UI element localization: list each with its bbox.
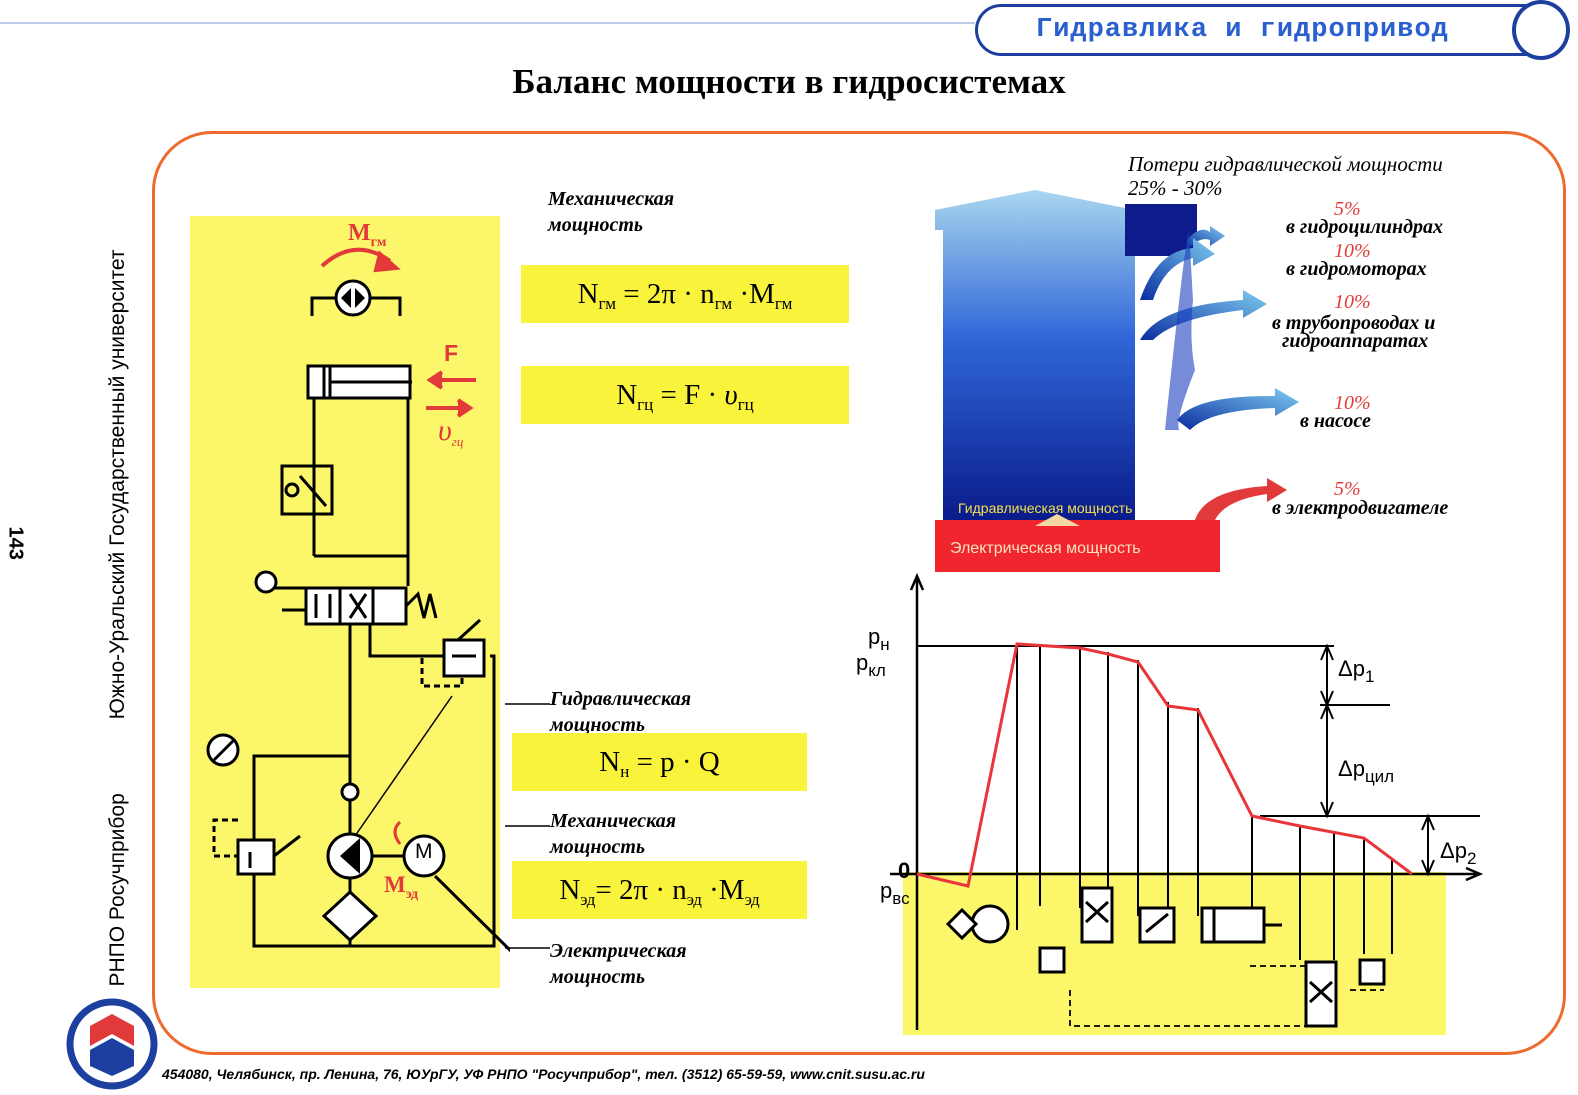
graph-dpcil-label: Δpцил: [1338, 756, 1395, 786]
loss-pct-3: 10%: [1334, 291, 1371, 313]
label-leader-lines: [505, 703, 550, 949]
footer-address: 454080, Челябинск, пр. Ленина, 76, ЮУрГУ…: [162, 1066, 925, 1082]
formula-n-ed: Nэд= 2π · nэд ·Mэд: [512, 861, 807, 919]
header-title: Гидравлика и гидропривод: [1036, 15, 1449, 45]
loss-pct-5: 5%: [1334, 478, 1361, 500]
hydraulic-schematic: [206, 247, 510, 953]
label-mech-power-top: Механическая мощность: [548, 188, 675, 236]
content-frame: [152, 131, 1566, 1055]
loss-label-3: в трубопроводах и: [1272, 312, 1436, 334]
formula-n-n: Nн = p · Q: [512, 733, 807, 791]
loss-label-1: в гидроцилиндрах: [1286, 216, 1444, 238]
graph-p-n-label: pн: [868, 624, 890, 654]
header-rule: [0, 22, 975, 24]
graph-dp1-label: Δp1: [1338, 656, 1375, 686]
motor-symbol: M: [415, 840, 433, 863]
graph-p-kl-label: pкл: [856, 650, 886, 680]
formula-n-gc: Nгц = F · υгц: [521, 366, 849, 424]
moment-gm-label: Мгм: [348, 220, 387, 250]
hydr-power-band-label: Гидравлическая мощность: [958, 500, 1133, 516]
side-org-2: Южно-Уральский Государственный университ…: [106, 249, 129, 720]
header-tab: Гидравлика и гидропривод: [975, 4, 1543, 56]
page-number: 143: [4, 526, 27, 560]
formula-n-gm: Nгм = 2π · nгм ·Mгм: [521, 265, 849, 323]
loss-label-2: в гидромоторах: [1286, 258, 1427, 280]
side-org-1: РНПО Росучприбор: [106, 793, 129, 987]
loss-pct-4: 10%: [1334, 392, 1371, 414]
loss-pct-2: 10%: [1334, 240, 1371, 262]
graph-dp2-label: Δp2: [1440, 838, 1477, 868]
velocity-label: υгц: [438, 414, 464, 449]
el-power-band-label: Электрическая мощность: [950, 540, 1141, 557]
force-label: F: [444, 340, 459, 366]
loss-pct-1: 5%: [1334, 198, 1361, 220]
loss-label-5: в электродвигателе: [1272, 497, 1449, 519]
page-title: Баланс мощности в гидросистемах: [512, 62, 1066, 101]
logo-icon: [66, 998, 158, 1090]
power-loss-diagram: [935, 190, 1299, 572]
moment-ed-label: Мэд: [384, 872, 419, 902]
label-el-power: Электрическая мощность: [550, 940, 687, 988]
losses-title: Потери гидравлической мощности: [1128, 152, 1443, 176]
pressure-graph: [890, 572, 1484, 1030]
loss-label-3b: гидроаппаратах: [1282, 330, 1429, 352]
label-mech-power-bottom: Механическая мощность: [550, 810, 677, 858]
losses-range: 25% - 30%: [1128, 176, 1223, 200]
loss-label-4: в насосе: [1300, 410, 1371, 432]
graph-schematic-panel: [903, 872, 1446, 1035]
label-hydr-power: Гидравлическая мощность: [550, 688, 691, 736]
header-ring-ornament: [1512, 0, 1570, 60]
graph-zero-label: 0: [898, 858, 911, 883]
graph-p-vs-label: pвс: [880, 878, 910, 908]
